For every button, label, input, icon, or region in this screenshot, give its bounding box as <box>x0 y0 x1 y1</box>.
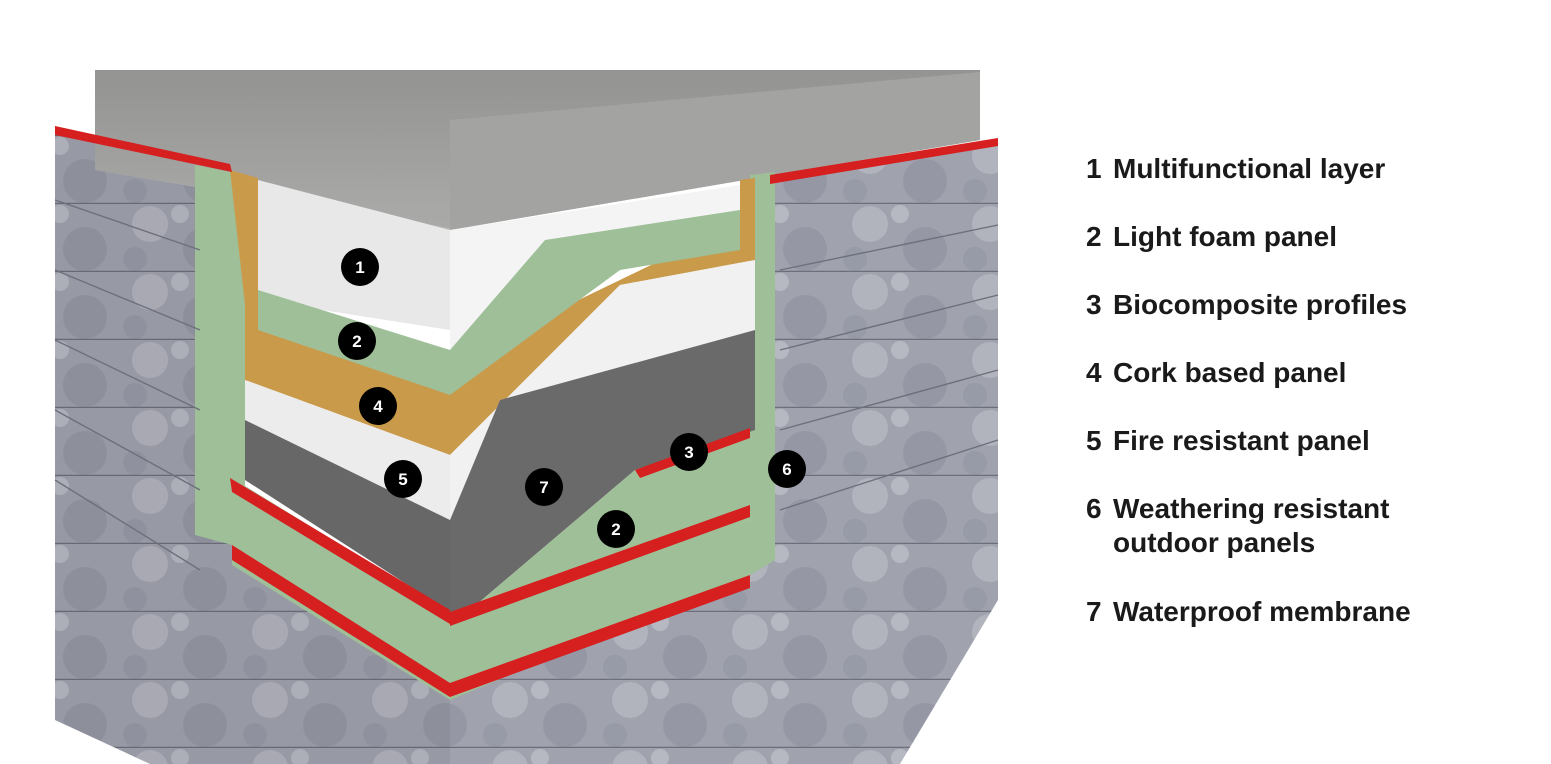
stone-course-lines <box>54 199 999 571</box>
legend-number: 3 <box>1086 289 1102 320</box>
legend-text: Cork based panel <box>1113 356 1346 390</box>
marker-label: 6 <box>782 460 791 479</box>
legend-text: Light foam panel <box>1113 220 1337 254</box>
marker-2a: 2 <box>338 322 376 360</box>
left-foam-frame <box>195 165 450 700</box>
concrete-slab <box>95 70 980 230</box>
legend-item: 5 Fire resistant panel <box>1086 424 1370 458</box>
marker-5: 5 <box>384 460 422 498</box>
cork-panel <box>230 170 755 455</box>
legend-text: Fire resistant panel <box>1113 424 1370 458</box>
marker-4: 4 <box>359 387 397 425</box>
marker-label: 5 <box>398 470 407 489</box>
legend-text: Multifunctional layer <box>1113 152 1385 186</box>
marker-circle <box>525 468 563 506</box>
marker-1: 1 <box>341 248 379 286</box>
legend-text: Biocomposite profiles <box>1113 288 1407 322</box>
legend-number: 2 <box>1086 221 1102 252</box>
marker-label: 4 <box>373 397 383 416</box>
legend-item: 7 Waterproof membrane <box>1086 595 1411 629</box>
legend-text-line: Cork based panel <box>1113 357 1347 388</box>
legend-item: 2 Light foam panel <box>1086 220 1337 254</box>
legend-text-line-2: outdoor panels <box>1113 527 1316 558</box>
legend-text-line: Light foam panel <box>1113 221 1337 252</box>
marker-circle <box>670 433 708 471</box>
legend-text-line: Weathering resistant <box>1113 493 1390 524</box>
legend-number: 1 <box>1086 153 1102 184</box>
legend-number: 7 <box>1086 596 1102 627</box>
marker-label: 7 <box>539 478 548 497</box>
marker-circle <box>597 510 635 548</box>
wall-section-diagram: 1 2 4 5 7 3 6 2 <box>54 70 999 764</box>
marker-label: 3 <box>684 443 693 462</box>
legend-item: 4 Cork based panel <box>1086 356 1346 390</box>
legend-number: 4 <box>1086 357 1102 388</box>
legend-item: 3 Biocomposite profiles <box>1086 288 1407 322</box>
legend-text-line: Waterproof membrane <box>1113 596 1411 627</box>
marker-circle <box>384 460 422 498</box>
marker-2b: 2 <box>597 510 635 548</box>
marker-label: 2 <box>352 332 361 351</box>
marker-circle <box>359 387 397 425</box>
right-stone-wall <box>450 142 998 764</box>
legend-number: 6 <box>1086 493 1102 524</box>
marker-circle <box>768 450 806 488</box>
legend-text-line: Fire resistant panel <box>1113 425 1370 456</box>
legend-text: Waterproof membrane <box>1113 595 1411 629</box>
marker-3: 3 <box>670 433 708 471</box>
layer-markers: 1 2 4 5 7 3 6 2 <box>338 248 806 548</box>
legend-text-line: Biocomposite profiles <box>1113 289 1408 320</box>
marker-circle <box>338 322 376 360</box>
biocomposite-profiles <box>55 126 998 697</box>
marker-6: 6 <box>768 450 806 488</box>
waterproof-membrane <box>245 330 755 612</box>
marker-label: 2 <box>611 520 620 539</box>
legend-item: 1 Multifunctional layer <box>1086 152 1385 186</box>
legend-number: 5 <box>1086 425 1102 456</box>
marker-label: 1 <box>355 258 364 277</box>
marker-circle <box>341 248 379 286</box>
marker-7: 7 <box>525 468 563 506</box>
legend-text-line: Multifunctional layer <box>1113 153 1386 184</box>
left-stone-wall <box>55 130 450 764</box>
